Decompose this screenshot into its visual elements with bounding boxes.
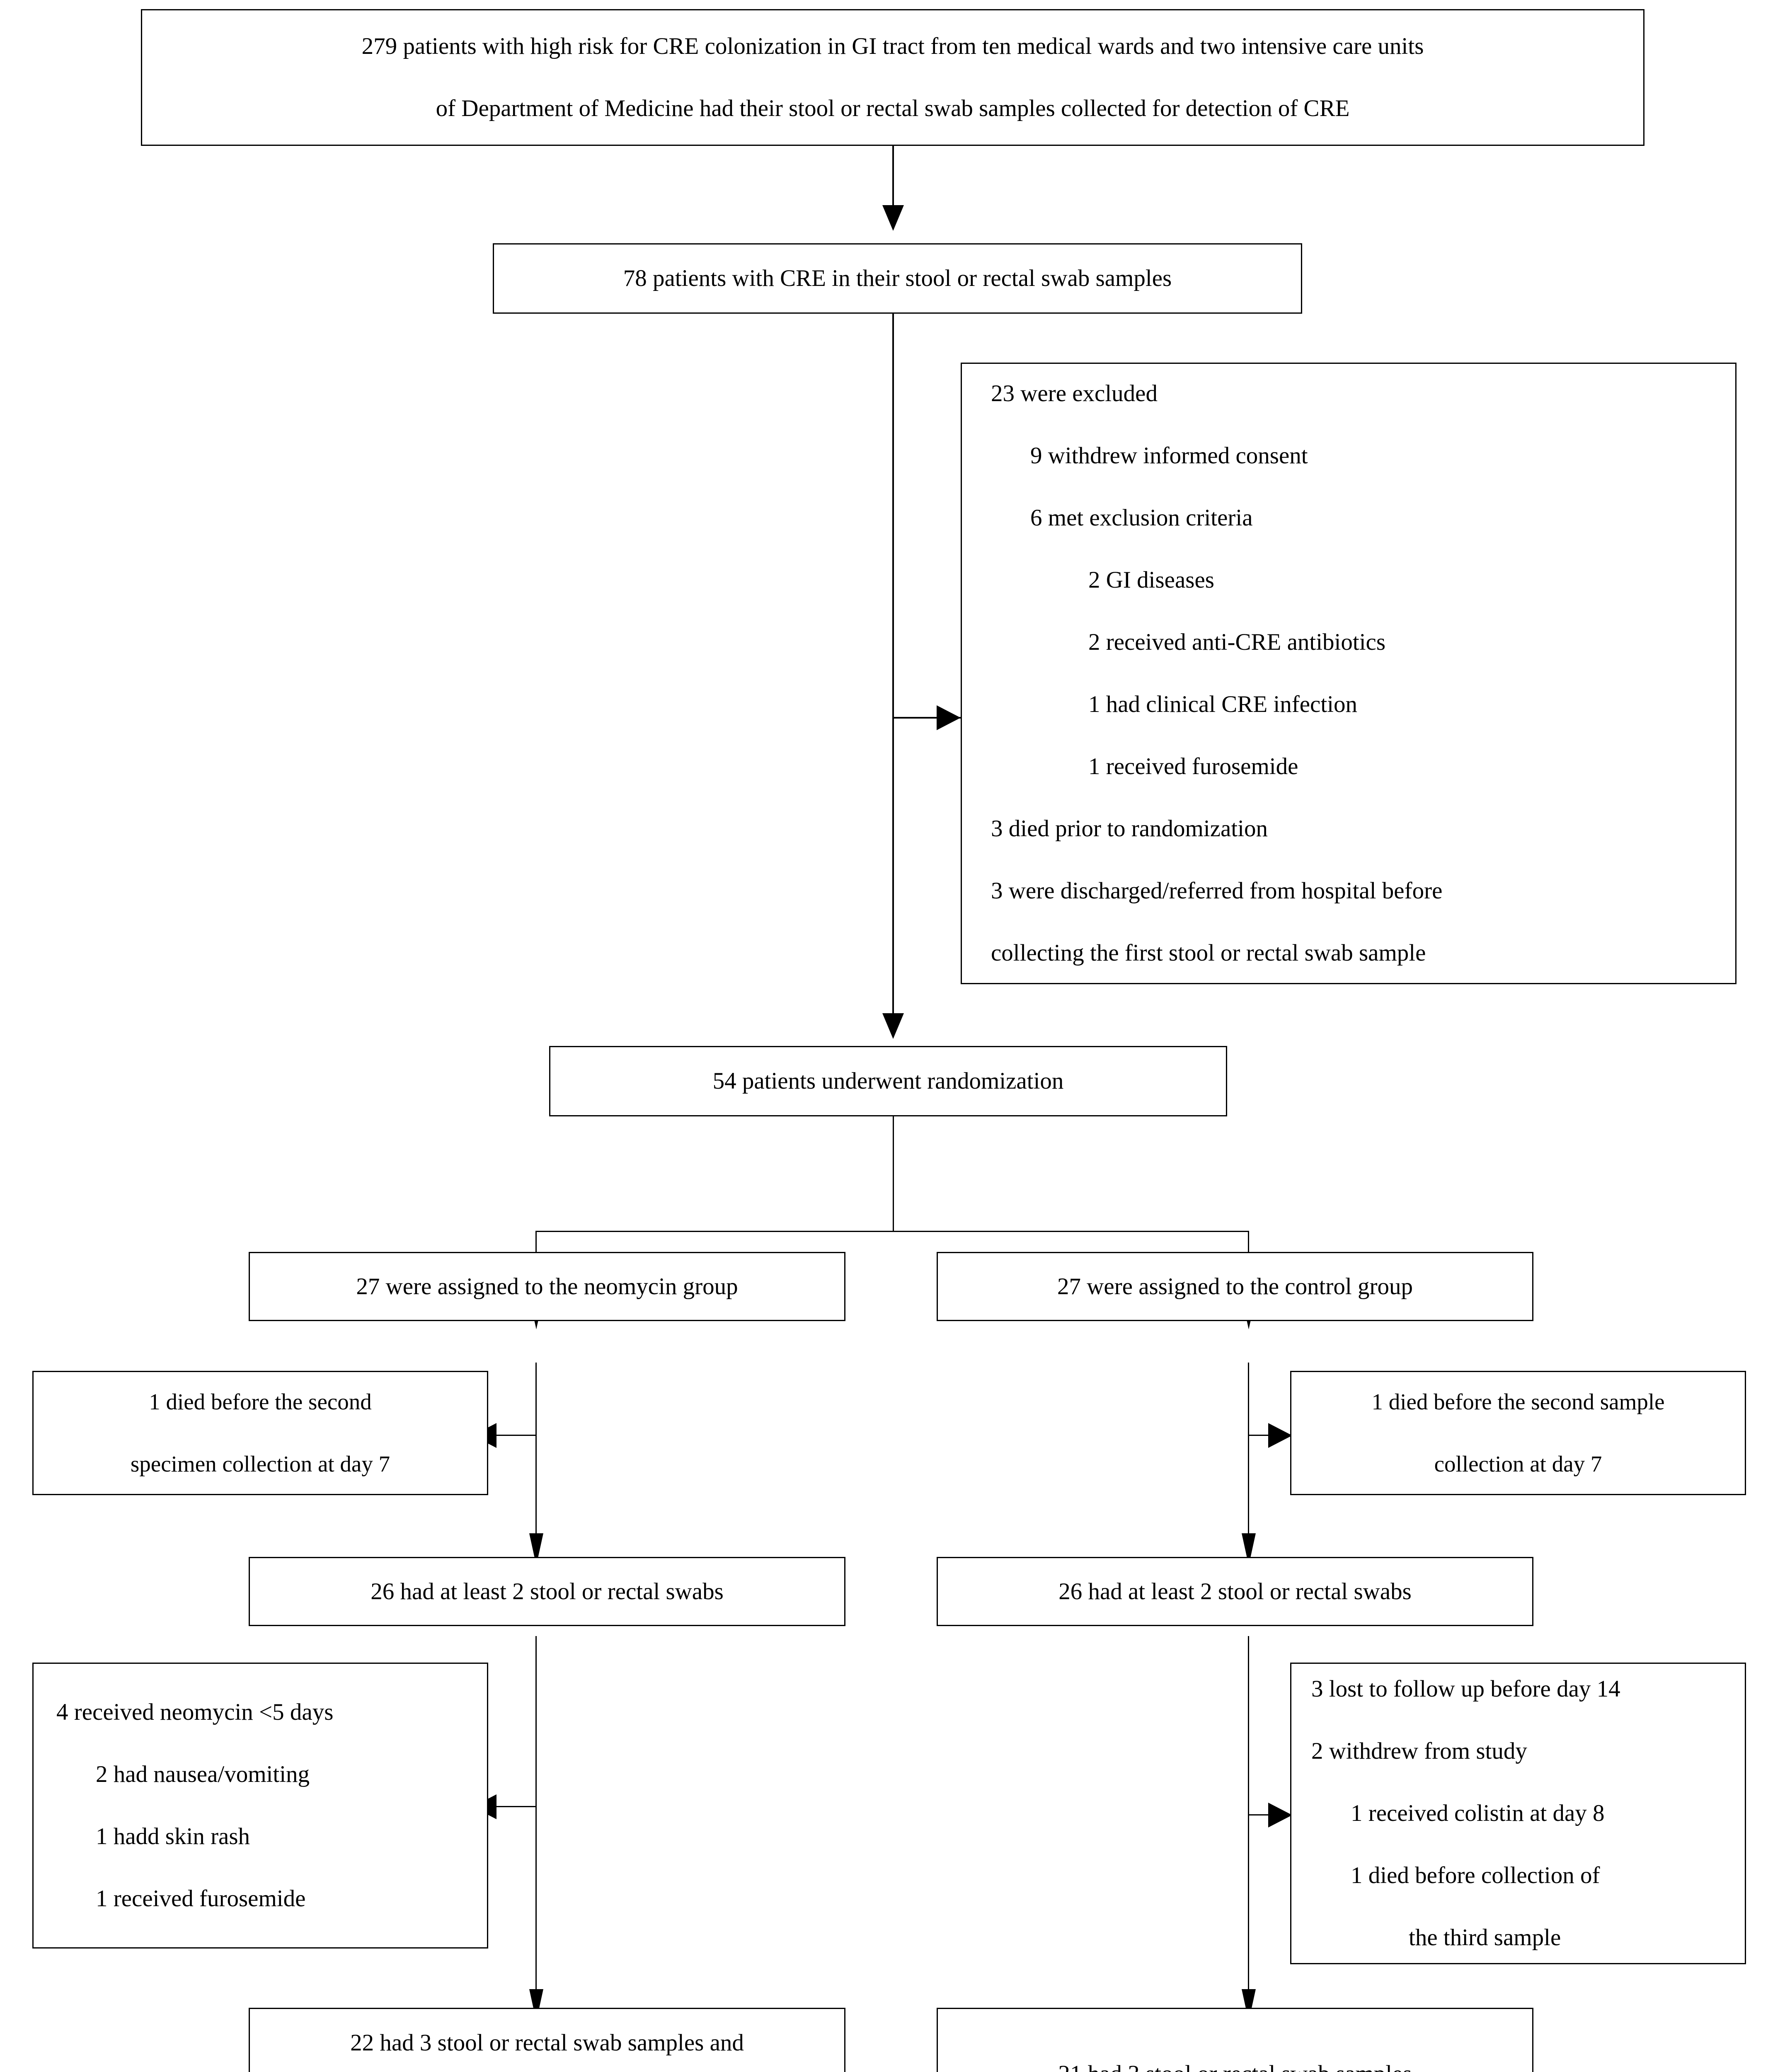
node-control-losses: 3 lost to follow up before day 14 2 with… (1290, 1663, 1746, 1964)
control-completed-line-1: 21 had 3 stool or rectal swab samples (1058, 2043, 1412, 2072)
connector-control-twoswabs-to-completed (1248, 1636, 1249, 2021)
neomycin-adverse-line-3: 1 hadd skin rash (96, 1823, 250, 1849)
node-control-assigned: 27 were assigned to the control group (937, 1252, 1533, 1321)
control-assigned-line-1: 27 were assigned to the control group (1057, 1273, 1413, 1300)
control-losses-line-4: 1 died before collection of (1351, 1862, 1600, 1888)
enrollment-line-2: of Department of Medicine had their stoo… (436, 95, 1350, 121)
connector-control-assigned-to-twoswabs (1248, 1363, 1249, 1566)
enrollment-line-1: 279 patients with high risk for CRE colo… (361, 33, 1424, 59)
neomycin-completed-line-1: 22 had 3 stool or rectal swab samples an… (350, 2030, 744, 2056)
node-cre-positive: 78 patients with CRE in their stool or r… (493, 243, 1302, 314)
control-died-line-2: collection at day 7 (1434, 1451, 1602, 1477)
node-neomycin-two-swabs: 26 had at least 2 stool or rectal swabs (249, 1557, 845, 1626)
node-enrollment: 279 patients with high risk for CRE colo… (141, 9, 1644, 146)
node-neomycin-adverse: 4 received neomycin <5 days 2 had nausea… (32, 1663, 488, 1949)
arrowhead-spine-to-excluded (937, 705, 961, 730)
control-two-swabs-line-1: 26 had at least 2 stool or rectal swabs (1058, 1578, 1412, 1605)
node-neomycin-assigned: 27 were assigned to the neomycin group (249, 1252, 845, 1321)
connector-enrollment-to-crepositive (892, 146, 894, 229)
excluded-line-6: 1 had clinical CRE infection (1088, 691, 1357, 717)
excluded-line-1: 23 were excluded (991, 380, 1158, 407)
connector-neomycin-to-adverse (472, 1806, 537, 1807)
connector-neomycin-assigned-to-twoswabs (535, 1363, 537, 1566)
node-control-completed: 21 had 3 stool or rectal swab samples (937, 2008, 1533, 2072)
connector-split-bus (535, 1231, 1249, 1232)
node-randomized: 54 patients underwent randomization (549, 1046, 1227, 1116)
excluded-line-7: 1 received furosemide (1088, 753, 1298, 779)
excluded-line-8: 3 died prior to randomization (991, 816, 1268, 842)
control-losses-line-3: 1 received colistin at day 8 (1351, 1800, 1605, 1826)
control-died-line-1: 1 died before the second sample (1371, 1389, 1665, 1414)
neomycin-died-line-1: 1 died before the second (149, 1389, 372, 1414)
node-neomycin-died-day7: 1 died before the second specimen collec… (32, 1371, 488, 1495)
connector-neomycin-to-dieddbox (472, 1435, 537, 1436)
control-losses-line-5: the third sample (1409, 1924, 1561, 1951)
neomycin-adverse-line-4: 1 received furosemide (96, 1886, 306, 1912)
connector-crepositive-to-randomized (892, 314, 894, 1037)
excluded-line-10: collecting the first stool or rectal swa… (991, 940, 1426, 966)
arrowhead-enrollment-to-crepositive (882, 205, 904, 231)
neomycin-died-line-2: specimen collection at day 7 (130, 1451, 390, 1477)
connector-neomycin-twoswabs-to-completed (535, 1636, 537, 2021)
neomycin-assigned-line-1: 27 were assigned to the neomycin group (356, 1273, 738, 1300)
neomycin-adverse-line-2: 2 had nausea/vomiting (96, 1761, 310, 1787)
node-excluded: 23 were excluded 9 withdrew informed con… (961, 363, 1737, 984)
excluded-line-5: 2 received anti-CRE antibiotics (1088, 629, 1386, 655)
randomized-line-1: 54 patients underwent randomization (712, 1068, 1064, 1094)
control-losses-line-1: 3 lost to follow up before day 14 (1311, 1676, 1620, 1702)
node-control-two-swabs: 26 had at least 2 stool or rectal swabs (937, 1557, 1533, 1626)
cre-positive-line-1: 78 patients with CRE in their stool or r… (623, 265, 1172, 291)
arrowhead-control-to-diedbox (1268, 1423, 1292, 1448)
excluded-line-2: 9 withdrew informed consent (1030, 443, 1308, 469)
arrowhead-control-to-losses (1268, 1803, 1292, 1828)
connector-spine-to-excluded (893, 717, 968, 719)
excluded-line-3: 6 met exclusion criteria (1030, 505, 1253, 531)
excluded-line-9: 3 were discharged/referred from hospital… (991, 878, 1443, 904)
neomycin-two-swabs-line-1: 26 had at least 2 stool or rectal swabs (371, 1578, 724, 1605)
arrowhead-crepositive-to-randomized (882, 1013, 904, 1039)
neomycin-adverse-line-1: 4 received neomycin <5 days (56, 1699, 334, 1725)
node-neomycin-completed: 22 had 3 stool or rectal swab samples an… (249, 2008, 845, 2072)
connector-randomized-down (893, 1116, 894, 1232)
node-control-died-day7: 1 died before the second sample collecti… (1290, 1371, 1746, 1495)
control-losses-line-2: 2 withdrew from study (1311, 1738, 1527, 1764)
excluded-line-4: 2 GI diseases (1088, 567, 1214, 593)
